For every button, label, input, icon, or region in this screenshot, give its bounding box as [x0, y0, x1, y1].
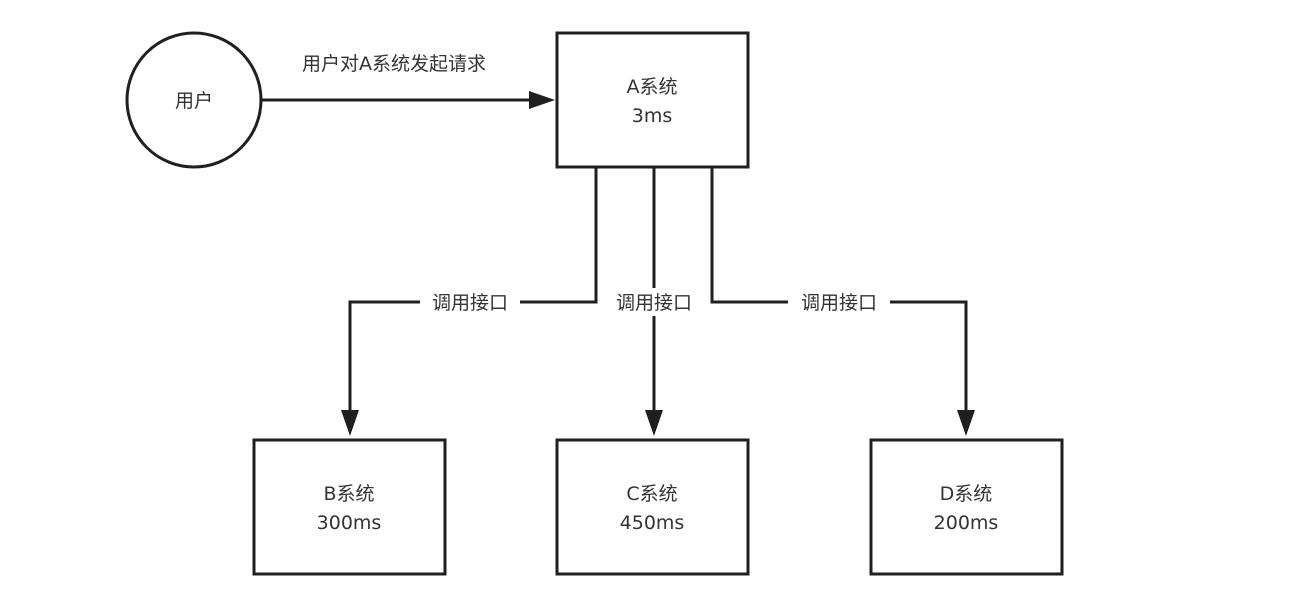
edge-a-to-c-label-bg [603, 288, 705, 316]
edge-a-to-c-arrowhead [645, 410, 663, 436]
edge-a-to-b-label-bg [420, 288, 520, 316]
node-user-label: 用户 [175, 90, 213, 112]
edge-a-to-d-label: 调用接口 [801, 292, 877, 314]
node-d-name: D系统 [940, 483, 993, 505]
node-a-box [555, 31, 750, 169]
edge-a-to-d-label-bg [788, 288, 890, 316]
node-b-time: 300ms [317, 512, 382, 534]
node-b-box [252, 438, 447, 576]
node-user-shape [125, 31, 263, 169]
edge-a-to-c: 调用接口 [603, 167, 705, 436]
node-a: A系统 3ms [555, 31, 750, 169]
edge-user-to-a: 用户对A系统发起请求 [261, 53, 555, 109]
edge-a-to-c-label: 调用接口 [616, 292, 692, 314]
node-d-box [869, 438, 1064, 576]
node-c-name: C系统 [626, 483, 677, 505]
node-d-time: 200ms [934, 512, 999, 534]
edge-a-to-b-arrowhead [341, 410, 359, 436]
edge-a-to-b: 调用接口 [341, 167, 598, 436]
node-d: D系统 200ms [869, 438, 1064, 576]
node-a-name: A系统 [627, 76, 678, 98]
node-b: B系统 300ms [252, 438, 447, 576]
node-c-box [555, 438, 750, 576]
edge-a-to-b-label: 调用接口 [432, 292, 508, 314]
node-c: C系统 450ms [555, 438, 750, 576]
edge-user-to-a-label: 用户对A系统发起请求 [302, 53, 486, 75]
node-user: 用户 [125, 31, 263, 169]
edge-user-to-a-arrowhead [529, 91, 555, 109]
node-c-time: 450ms [620, 512, 685, 534]
edge-a-to-d-arrowhead [957, 410, 975, 436]
node-b-name: B系统 [323, 483, 374, 505]
node-a-time: 3ms [632, 105, 673, 127]
edge-a-to-d: 调用接口 [710, 167, 975, 436]
